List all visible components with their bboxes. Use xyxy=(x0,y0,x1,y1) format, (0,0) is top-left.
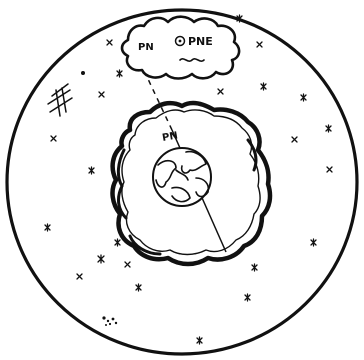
star xyxy=(99,92,104,97)
star xyxy=(301,94,306,101)
cloud-pne-label: PNE xyxy=(188,35,213,48)
star xyxy=(51,136,56,141)
star xyxy=(197,337,202,344)
star xyxy=(257,42,262,47)
star xyxy=(327,167,332,172)
star xyxy=(326,125,331,132)
earth-pn-label: PN xyxy=(161,130,178,144)
pne-marker-dot xyxy=(179,40,182,43)
star-cluster xyxy=(102,316,117,326)
hatched-nebula-icon xyxy=(48,84,72,116)
star xyxy=(136,284,141,291)
star xyxy=(125,262,130,267)
star xyxy=(252,264,257,271)
star xyxy=(117,70,122,77)
star xyxy=(245,294,250,301)
star-dot xyxy=(81,71,85,75)
star xyxy=(115,239,120,246)
star xyxy=(98,255,104,263)
star xyxy=(77,274,82,279)
cloud-pn-label: PN xyxy=(138,42,154,53)
star xyxy=(89,167,94,174)
star xyxy=(311,239,316,246)
star xyxy=(107,40,112,45)
star xyxy=(45,224,50,231)
star xyxy=(292,137,297,142)
star xyxy=(218,89,223,94)
star xyxy=(261,83,266,90)
